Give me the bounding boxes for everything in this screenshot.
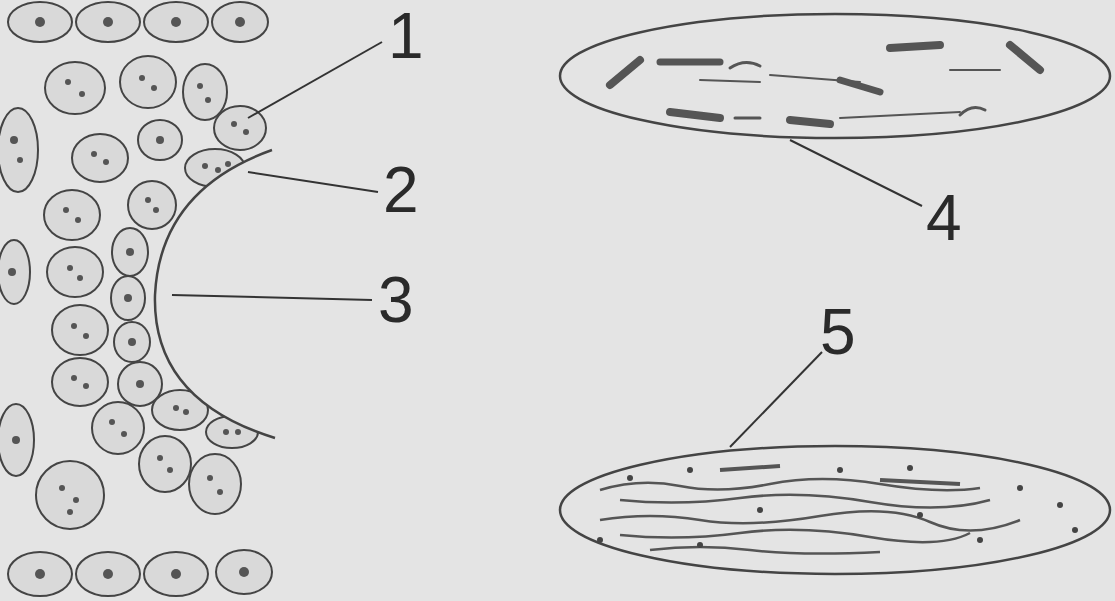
callout-number: 4 xyxy=(926,186,962,250)
callout-number: 1 xyxy=(388,4,424,68)
callout-number: 2 xyxy=(383,158,419,222)
callout-number: 5 xyxy=(820,300,856,364)
callout-number: 3 xyxy=(378,268,414,332)
